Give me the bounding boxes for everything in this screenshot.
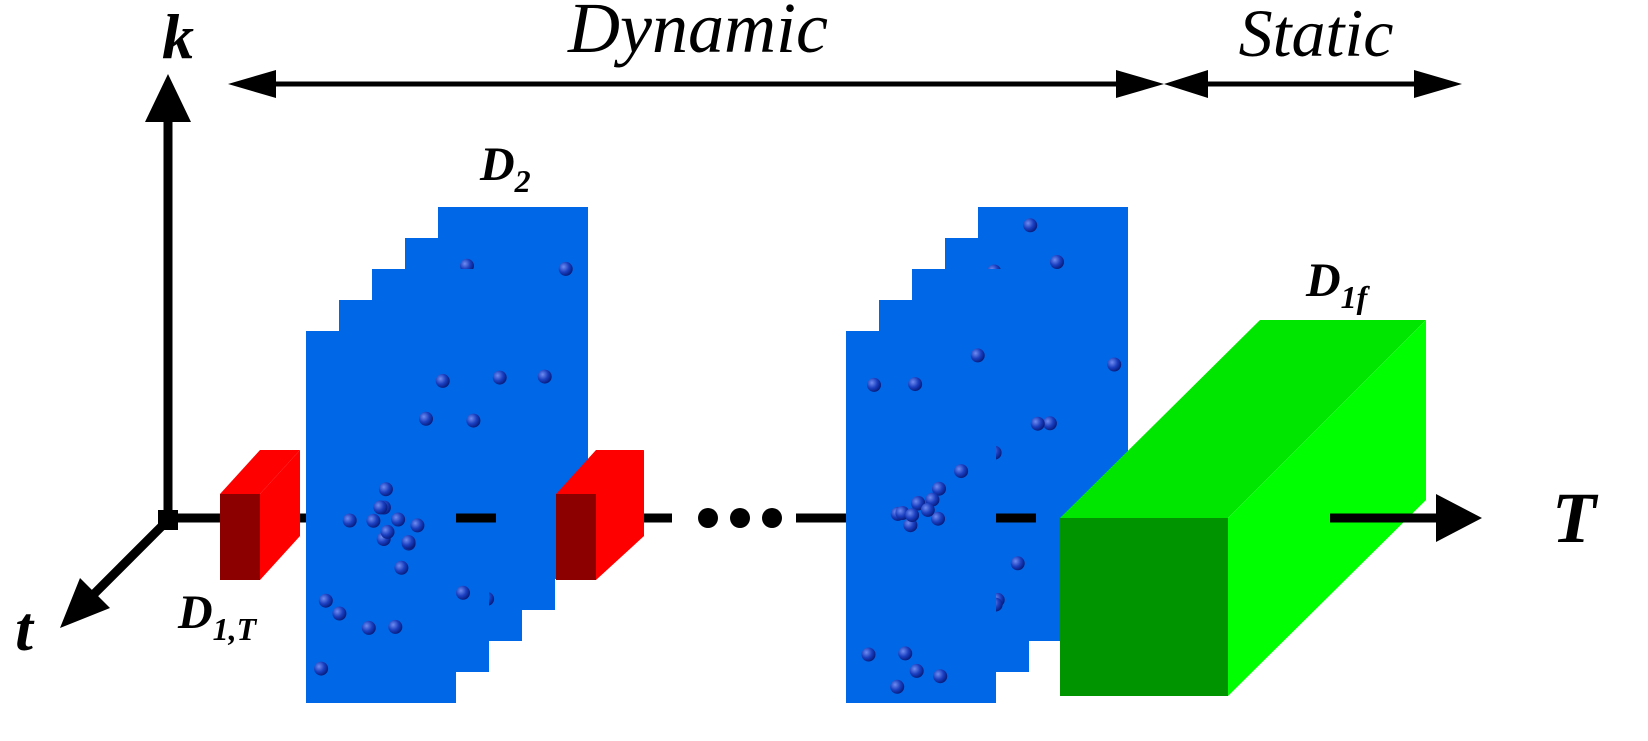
particle-dot bbox=[1107, 357, 1122, 372]
particle-dot bbox=[1050, 255, 1064, 269]
particle-dot bbox=[456, 585, 470, 600]
particle-dot bbox=[378, 482, 393, 497]
particle-dot bbox=[388, 619, 403, 634]
particle-dot bbox=[861, 647, 876, 662]
ellipsis-dot-2 bbox=[730, 508, 750, 528]
particle-dot bbox=[401, 535, 416, 550]
particle-dot bbox=[361, 620, 376, 635]
particle-dot bbox=[391, 512, 406, 527]
red-block-side bbox=[260, 450, 300, 580]
particle-dot bbox=[410, 518, 425, 533]
T-axis-arrowhead bbox=[1436, 494, 1482, 542]
d2-label: D2 bbox=[479, 138, 531, 199]
static-label: Static bbox=[1239, 0, 1394, 71]
d1t-label: D1,T bbox=[177, 586, 258, 647]
particle-dot bbox=[394, 560, 409, 575]
k-axis-arrowhead bbox=[145, 74, 191, 122]
green-block-d1f bbox=[1060, 320, 1426, 696]
blue-slice bbox=[306, 331, 456, 703]
particle-dot bbox=[898, 646, 913, 661]
d1f-label: D1f bbox=[1305, 254, 1371, 315]
particle-dot bbox=[890, 679, 905, 694]
green-block-top bbox=[1060, 320, 1426, 518]
particle-dot bbox=[1010, 556, 1025, 571]
particle-dot bbox=[366, 513, 381, 528]
particle-dot bbox=[537, 369, 552, 384]
green-block-front bbox=[1060, 518, 1228, 696]
particle-dot bbox=[314, 661, 329, 676]
particle-dot bbox=[954, 464, 969, 479]
particle-dot bbox=[419, 411, 433, 426]
particle-dot bbox=[373, 500, 388, 515]
particle-dot bbox=[932, 481, 946, 496]
red-block-d1t bbox=[220, 450, 300, 580]
particle-dot bbox=[920, 502, 935, 517]
particle-dot bbox=[933, 669, 948, 684]
ellipsis-dot-1 bbox=[698, 508, 718, 528]
axes bbox=[60, 74, 191, 628]
red-block-top bbox=[220, 450, 300, 494]
particle-dot bbox=[931, 511, 945, 526]
range-arrows bbox=[228, 70, 1462, 98]
red-block-middle-side bbox=[596, 450, 644, 580]
particle-dot bbox=[342, 513, 357, 528]
labels: Dynamic Static k t T D2 D1,T D1f bbox=[15, 0, 1599, 664]
k-axis-label: k bbox=[162, 1, 194, 72]
particle-dot bbox=[435, 373, 450, 388]
red-block-front bbox=[220, 494, 260, 580]
particle-dot bbox=[558, 261, 573, 276]
particle-dot bbox=[466, 413, 481, 428]
ellipsis-dot-3 bbox=[762, 508, 782, 528]
red-block-middle-front bbox=[556, 494, 596, 580]
particle-dot bbox=[380, 524, 395, 539]
particle-dot bbox=[1030, 416, 1045, 431]
dynamic-label: Dynamic bbox=[567, 0, 828, 68]
green-block-side bbox=[1228, 320, 1426, 696]
blue-slice-stack-d2 bbox=[306, 207, 588, 703]
dynamic-right-arrowhead bbox=[1116, 70, 1164, 98]
particle-dot bbox=[318, 593, 333, 608]
dynamic-left-arrowhead bbox=[228, 70, 276, 98]
red-block-middle bbox=[556, 450, 644, 580]
particle-dot bbox=[492, 370, 507, 385]
particle-dot bbox=[909, 663, 924, 678]
particle-dot bbox=[970, 348, 985, 363]
particle-dot bbox=[867, 377, 881, 392]
t-axis-label: t bbox=[15, 593, 35, 664]
particle-dot bbox=[1023, 218, 1038, 233]
red-block-middle-top bbox=[556, 450, 644, 494]
particle-dot bbox=[1042, 416, 1057, 431]
particle-dot bbox=[905, 508, 920, 523]
particle-dot bbox=[908, 377, 923, 392]
static-left-arrowhead bbox=[1164, 70, 1208, 98]
static-right-arrowhead bbox=[1414, 70, 1462, 98]
t-axis-line bbox=[86, 516, 172, 602]
t-axis-arrowhead bbox=[60, 578, 110, 628]
blue-slice bbox=[846, 331, 996, 703]
T-axis-label: T bbox=[1552, 478, 1599, 558]
particle-dot bbox=[332, 606, 347, 621]
